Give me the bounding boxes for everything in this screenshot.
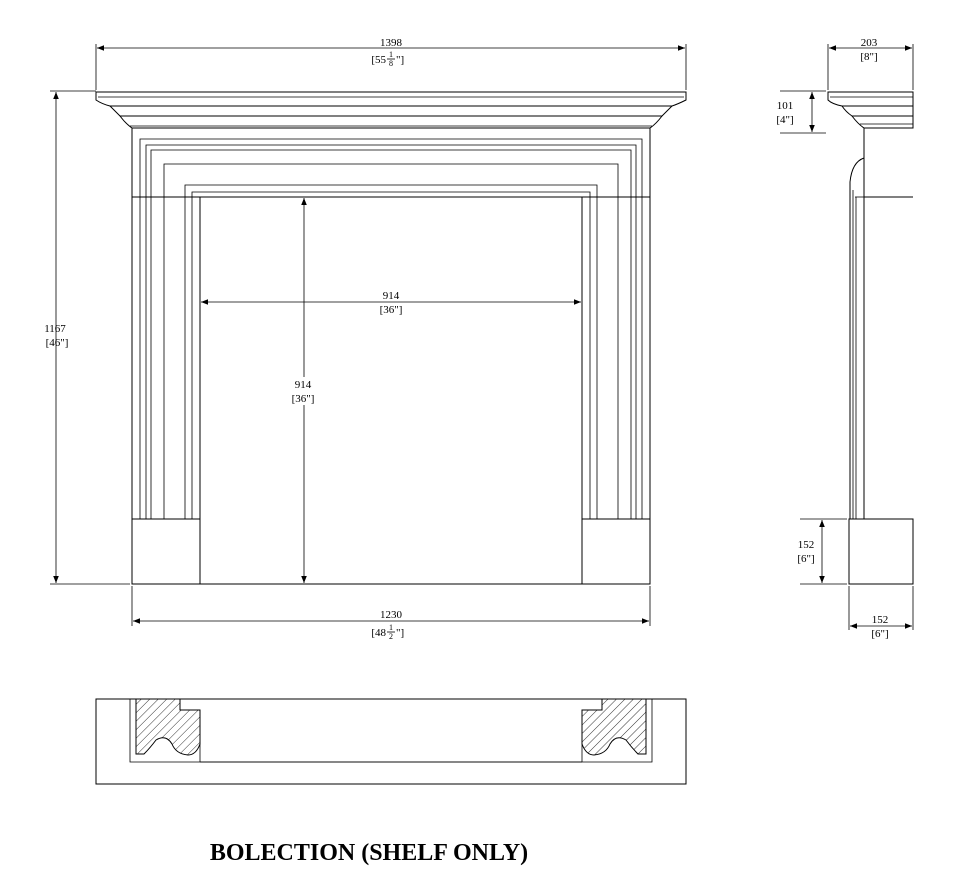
dimension-shelf-height: 101 [4"] xyxy=(776,90,826,134)
dimension-base-width: 1230 [48 1 2 "] xyxy=(131,586,651,641)
overall-width-in-num: 1 xyxy=(389,50,393,59)
overall-width-in-den: 8 xyxy=(389,59,393,68)
dimension-plinth-depth: 152 [6"] xyxy=(848,586,914,640)
base-width-in-end: "] xyxy=(396,627,404,639)
left-jamb-section xyxy=(135,698,201,756)
shelf-depth-mm: 203 xyxy=(861,37,878,49)
overall-width-in-whole: [55 xyxy=(371,54,386,66)
shelf-depth-in: [8"] xyxy=(860,51,877,63)
plinth-height-in: [6"] xyxy=(797,553,814,565)
opening-width-in: [36"] xyxy=(380,304,403,316)
opening-height-in: [36"] xyxy=(292,393,315,405)
plinth-depth-in: [6"] xyxy=(871,628,888,640)
right-jamb-section xyxy=(581,698,647,756)
side-shelf xyxy=(827,91,914,129)
overall-height-in: [46"] xyxy=(46,337,69,349)
shelf-height-in: [4"] xyxy=(776,114,793,126)
dimension-shelf-depth: 203 [8"] xyxy=(827,37,914,90)
mantel-body xyxy=(131,127,651,585)
front-elevation: 1398 [55 1 8 "] 1167 [46"] 914 [36"] 914… xyxy=(44,37,687,641)
plinth-blocks xyxy=(131,518,651,585)
dimension-plinth-height: 152 [6"] xyxy=(797,518,847,585)
shelf-cornice xyxy=(95,91,687,129)
base-width-in-num: 1 xyxy=(389,623,393,632)
dimension-overall-width: 1398 [55 1 8 "] xyxy=(95,37,687,90)
dimension-opening-width: 914 [36"] xyxy=(201,290,581,316)
shelf-height-mm: 101 xyxy=(777,100,794,112)
plinth-height-mm: 152 xyxy=(798,539,815,551)
side-elevation: 203 [8"] 101 [4"] 152 [6"] 152 [6"] xyxy=(776,37,914,640)
base-width-in-whole: [48 xyxy=(371,627,386,639)
plinth-depth-mm: 152 xyxy=(872,614,889,626)
base-width-mm: 1230 xyxy=(380,609,403,621)
dimension-overall-height: 1167 [46"] xyxy=(44,90,130,585)
overall-width-in-end: "] xyxy=(396,54,404,66)
drawing-title: BOLECTION (SHELF ONLY) xyxy=(210,840,528,866)
opening-height-mm: 914 xyxy=(295,379,312,391)
side-body xyxy=(848,128,914,585)
overall-width-mm: 1398 xyxy=(380,37,403,49)
overall-height-mm: 1167 xyxy=(44,323,66,335)
plan-section xyxy=(95,698,687,785)
dimension-opening-height: 914 [36"] xyxy=(284,198,324,583)
opening-width-mm: 914 xyxy=(383,290,400,302)
base-width-in-den: 2 xyxy=(389,632,393,641)
